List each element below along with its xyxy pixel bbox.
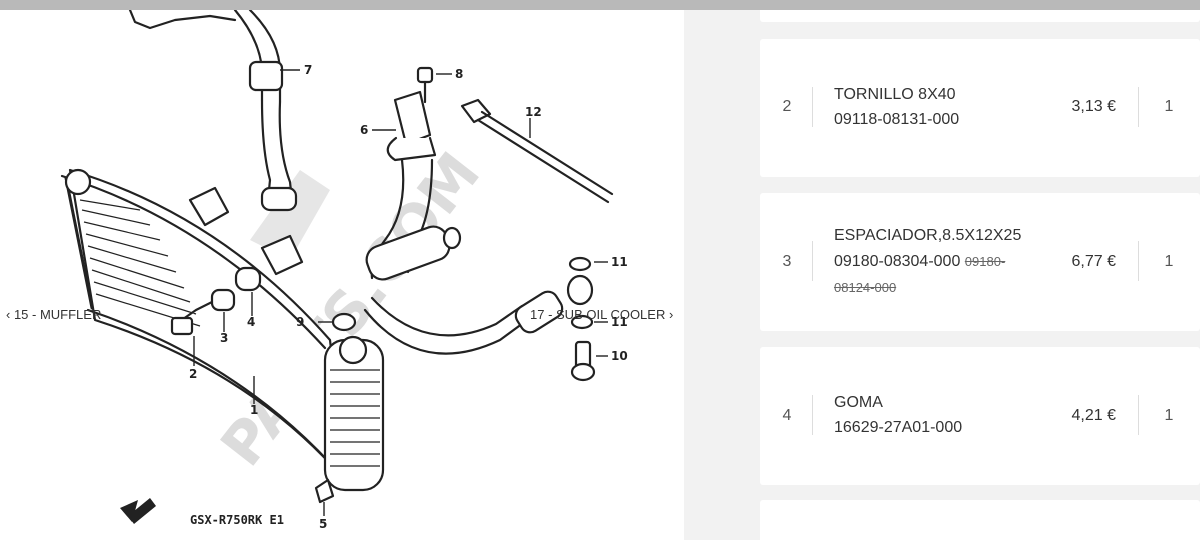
part-3-spacer xyxy=(210,288,236,312)
previous-diagram-link[interactable]: ‹ 15 - MUFFLER xyxy=(6,307,102,322)
callout-9: 9 xyxy=(296,315,304,329)
part-11-washer-top xyxy=(568,256,592,272)
callout-7: 7 xyxy=(304,63,312,77)
parts-diagram: PARTS.COM xyxy=(0,10,684,540)
mount-bracket-1 xyxy=(188,186,230,227)
divider xyxy=(1138,395,1139,435)
callout-10: 10 xyxy=(611,349,628,363)
part-6-fitting xyxy=(393,90,432,146)
banjo-fitting xyxy=(566,274,594,306)
callout-11-top: 11 xyxy=(611,255,628,269)
top-bar xyxy=(0,0,1200,10)
part-price: 6,77 € xyxy=(1071,253,1116,270)
callout-5: 5 xyxy=(319,517,327,531)
part-quantity: 1 xyxy=(1164,98,1174,115)
part-index: 4 xyxy=(782,407,792,424)
part-index: 3 xyxy=(782,253,792,270)
part-card[interactable]: 3 ESPACIADOR,8.5X12X25 09180-08304-000 0… xyxy=(760,193,1200,331)
part-name: TORNILLO 8X40 xyxy=(834,86,956,103)
callout-4: 4 xyxy=(247,315,255,329)
part-number-current: 09180-08304-000 xyxy=(834,253,961,270)
callout-12: 12 xyxy=(525,105,542,119)
hose-clamp-7 xyxy=(248,60,284,92)
part-5-nut xyxy=(314,478,335,504)
callout-8: 8 xyxy=(455,67,463,81)
part-9-oring xyxy=(331,312,357,332)
part-number: 09118-08131-000 xyxy=(834,111,960,128)
superseded-part-number: 09180- xyxy=(964,254,1006,269)
part-4-rubber xyxy=(234,266,262,292)
callout-11-bottom: 11 xyxy=(611,315,628,329)
divider xyxy=(812,241,813,281)
model-label: GSX-R750RK E1 xyxy=(190,513,284,527)
part-quantity: 1 xyxy=(1164,407,1174,424)
part-8-bolt xyxy=(416,66,434,84)
front-arrow-icon xyxy=(120,498,156,524)
watermark-logo xyxy=(250,170,330,260)
parts-list-panel: 2 TORNILLO 8X40 09118-08131-000 3,13 € 1… xyxy=(684,10,1200,540)
part-name: GOMA xyxy=(834,394,883,411)
part-price: 3,13 € xyxy=(1071,98,1116,115)
oil-cooler-exploded-diagram: PARTS.COM xyxy=(60,10,628,531)
divider xyxy=(1138,87,1139,127)
part-number: 16629-27A01-000 xyxy=(834,419,963,436)
part-card[interactable]: 2 TORNILLO 8X40 09118-08131-000 3,13 € 1 xyxy=(760,39,1200,177)
divider xyxy=(812,395,813,435)
part-11-washer-bottom xyxy=(570,314,594,330)
part-price: 4,21 € xyxy=(1071,407,1116,424)
part-number: 09180-08304-000 09180- xyxy=(834,253,1005,271)
divider xyxy=(1138,241,1139,281)
part-card-next xyxy=(760,500,1200,540)
part-quantity: 1 xyxy=(1164,253,1174,270)
part-name: ESPACIADOR,8.5X12X25 xyxy=(834,227,1022,244)
part-index: 2 xyxy=(782,98,792,115)
mount-bracket-2 xyxy=(260,234,304,276)
callout-2: 2 xyxy=(189,367,197,381)
hose-end-7 xyxy=(260,186,298,212)
part-12-clip xyxy=(460,98,492,124)
next-diagram-link[interactable]: 17 - SUB OIL COOLER › xyxy=(530,307,674,322)
superseded-part-number-cont: 08124-000 xyxy=(834,280,897,295)
divider xyxy=(812,87,813,127)
top-fitting xyxy=(128,10,237,30)
part-card[interactable]: 4 GOMA 16629-27A01-000 4,21 € 1 xyxy=(760,347,1200,485)
callout-3: 3 xyxy=(220,331,228,345)
callout-1: 1 xyxy=(250,403,258,417)
lower-hose-fitting xyxy=(514,290,564,334)
cooler-fins xyxy=(79,199,380,467)
part-card-previous xyxy=(760,10,1200,22)
callout-6: 6 xyxy=(360,123,368,137)
